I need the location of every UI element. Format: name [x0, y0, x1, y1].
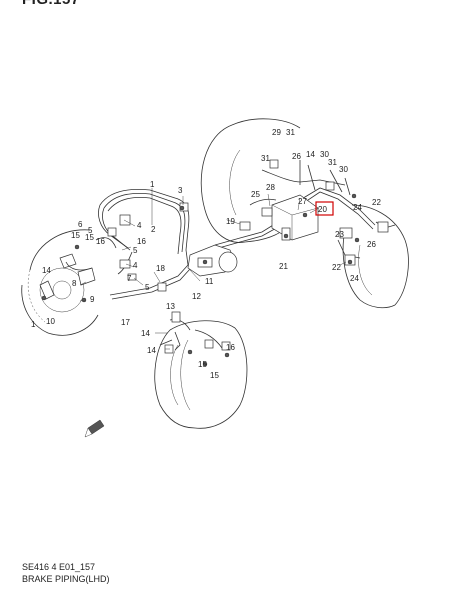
- callout-8[interactable]: 8: [72, 279, 77, 288]
- callout-13[interactable]: 13: [166, 302, 175, 311]
- front-brake-disc-left: [21, 229, 99, 336]
- callout-12[interactable]: 12: [192, 292, 201, 301]
- proportioning-valve-assembly: [187, 244, 238, 277]
- callout-16[interactable]: 16: [137, 237, 146, 246]
- callout-6[interactable]: 6: [78, 220, 83, 229]
- callout-9[interactable]: 9: [90, 295, 95, 304]
- callout-22[interactable]: 22: [332, 263, 341, 272]
- callout-31[interactable]: 31: [261, 154, 270, 163]
- callout-28[interactable]: 28: [266, 183, 275, 192]
- callout-5[interactable]: 5: [145, 283, 150, 292]
- callout-2[interactable]: 2: [151, 225, 156, 234]
- note-symbol-icon: [84, 419, 105, 438]
- callout-30[interactable]: 30: [320, 150, 329, 159]
- callout-24[interactable]: 24: [353, 203, 362, 212]
- callout-5[interactable]: 5: [133, 246, 138, 255]
- callout-31[interactable]: 31: [328, 158, 337, 167]
- callout-14[interactable]: 14: [306, 150, 315, 159]
- callout-4[interactable]: 4: [137, 221, 142, 230]
- callout-14[interactable]: 14: [42, 266, 51, 275]
- callout-1[interactable]: 1: [31, 320, 36, 329]
- callout-20[interactable]: 20: [318, 205, 327, 214]
- callout-14[interactable]: 14: [141, 329, 150, 338]
- callout-4[interactable]: 4: [133, 261, 138, 270]
- footer-caption: BRAKE PIPING(LHD): [22, 574, 110, 584]
- callout-23[interactable]: 23: [335, 230, 344, 239]
- figure-title: FIG.157: [22, 0, 80, 8]
- callout-19[interactable]: 19: [226, 217, 235, 226]
- footer-code: SE416 4 E01_157: [22, 562, 96, 572]
- callout-25[interactable]: 25: [251, 190, 260, 199]
- pipe-clips: [41, 159, 389, 367]
- callout-11[interactable]: 11: [205, 277, 214, 286]
- abs-hydraulic-unit: [271, 194, 319, 241]
- leader-lines: [79, 188, 347, 350]
- callout-26[interactable]: 26: [367, 240, 376, 249]
- callout-26[interactable]: 26: [292, 152, 301, 161]
- callout-14[interactable]: 14: [147, 346, 156, 355]
- callout-22[interactable]: 22: [372, 198, 381, 207]
- callout-31[interactable]: 31: [286, 128, 295, 137]
- callout-16[interactable]: 16: [226, 343, 235, 352]
- callout-18[interactable]: 18: [156, 264, 165, 273]
- callout-17[interactable]: 17: [121, 318, 130, 327]
- callout-10[interactable]: 10: [46, 317, 55, 326]
- callout-15[interactable]: 15: [71, 231, 80, 240]
- callout-21[interactable]: 21: [279, 262, 288, 271]
- callout-15[interactable]: 15: [210, 371, 219, 380]
- front-tire-bottom: [154, 320, 248, 429]
- callout-labels: 29 31 31 26 14 30 31 30 25 28 27 20 22 2…: [31, 128, 381, 380]
- callout-29[interactable]: 29: [272, 128, 281, 137]
- callout-5[interactable]: 5: [88, 226, 93, 235]
- callout-15[interactable]: 15: [85, 233, 94, 242]
- callout-16[interactable]: 16: [96, 237, 105, 246]
- callout-27[interactable]: 27: [298, 197, 307, 206]
- callout-7[interactable]: 7: [127, 274, 132, 283]
- highlight-box-part-20: [315, 201, 334, 216]
- callout-15[interactable]: 15: [198, 360, 207, 369]
- callout-1[interactable]: 1: [150, 180, 155, 189]
- callout-30[interactable]: 30: [339, 165, 348, 174]
- callout-24[interactable]: 24: [350, 274, 359, 283]
- callout-3[interactable]: 3: [178, 186, 183, 195]
